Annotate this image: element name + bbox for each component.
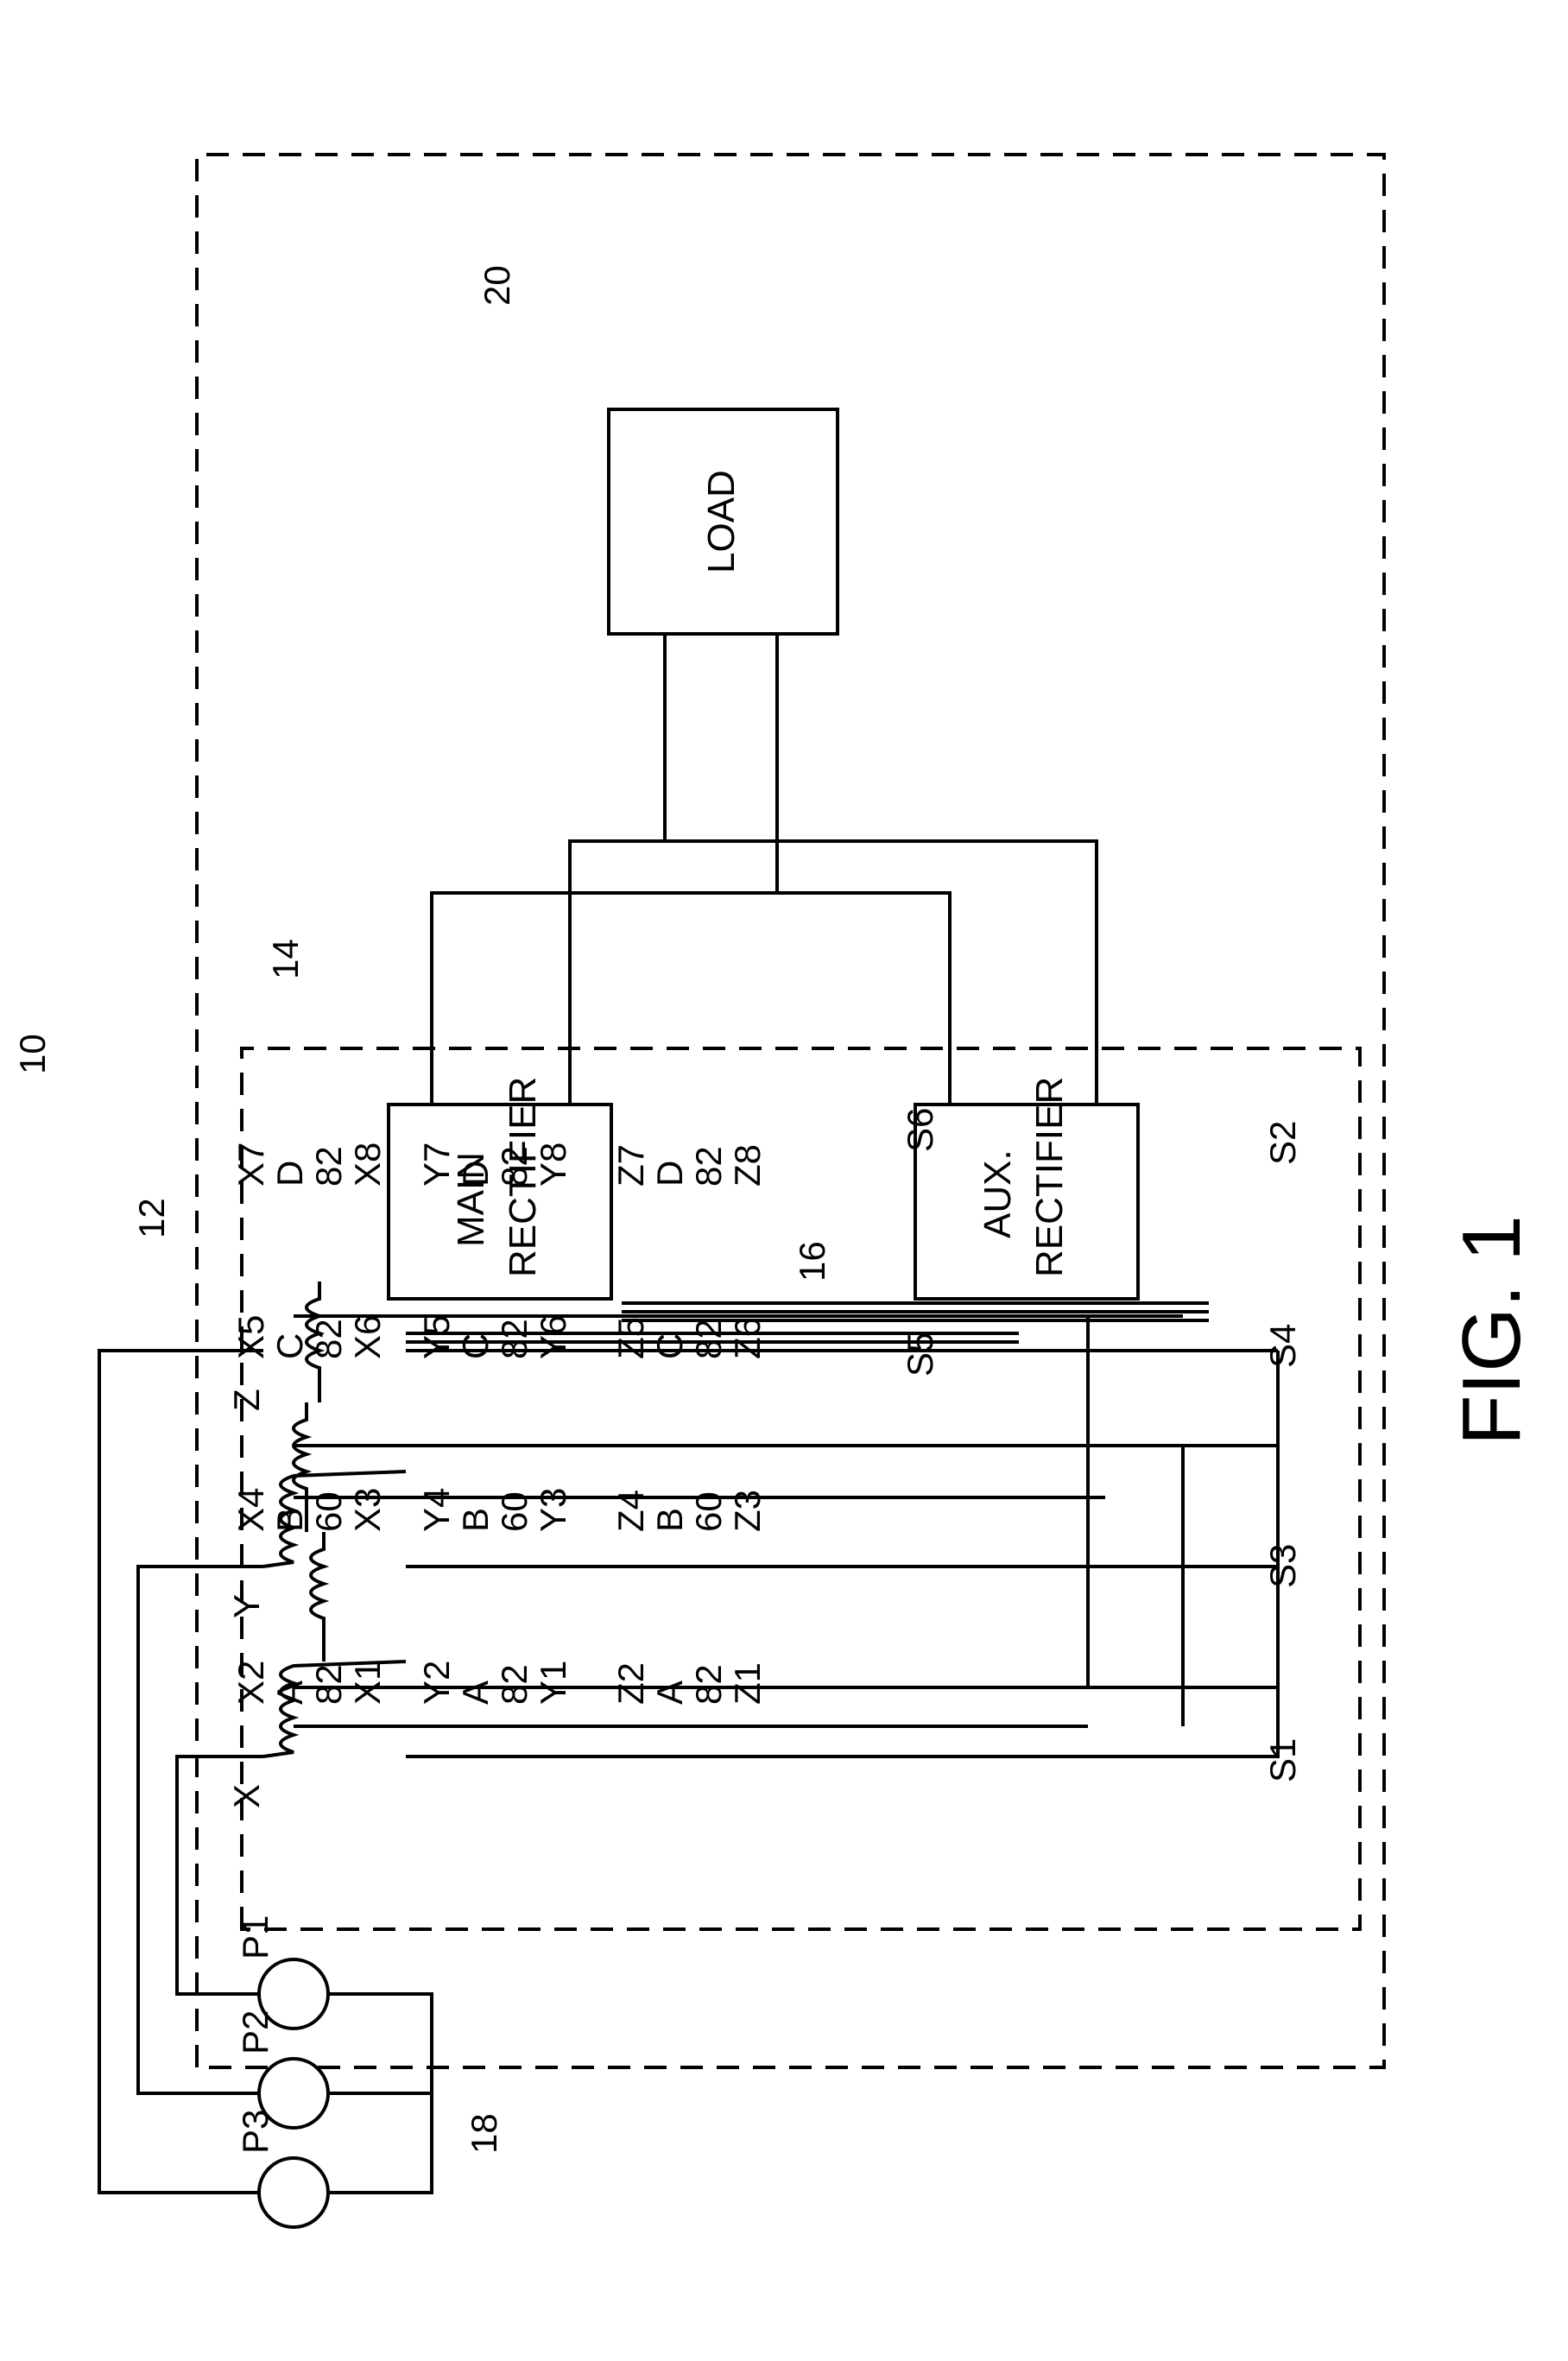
winding-z-3-start: Z5 — [610, 1317, 651, 1359]
output-label-s3: S3 — [1262, 1544, 1303, 1588]
output-label-s6: S6 — [900, 1108, 940, 1152]
winding-z-4-turns: 82 — [688, 1146, 729, 1187]
winding-x-3-start: X5 — [231, 1315, 271, 1359]
winding-z-2-turns: 60 — [688, 1491, 729, 1532]
winding-z-1-end: Z1 — [727, 1662, 768, 1705]
output-label-s1: S1 — [1262, 1738, 1303, 1782]
winding-z-3-end: Z6 — [727, 1317, 768, 1359]
phase-label-p2: P2 — [235, 2010, 275, 2054]
ref-aux-rectifier: 16 — [792, 1241, 832, 1282]
winding-y-3-letter: C — [455, 1333, 496, 1359]
winding-z-1-start: Z2 — [610, 1662, 651, 1705]
winding-z-3-turns: 82 — [688, 1319, 729, 1359]
output-label-s5: S5 — [900, 1332, 940, 1377]
winding-y-4-turns: 82 — [494, 1146, 534, 1187]
winding-y-4-start: Y7 — [416, 1143, 457, 1187]
winding-y-3-start: Y5 — [416, 1315, 457, 1359]
winding-x-4-turns: 82 — [308, 1146, 349, 1187]
winding-z-4-letter: D — [649, 1161, 690, 1187]
winding-y-1-start: Y2 — [416, 1661, 457, 1705]
load-label: LOAD — [700, 470, 743, 573]
input-label-y: Y — [226, 1594, 267, 1618]
winding-x-3-end: X6 — [347, 1315, 388, 1359]
aux-rectifier-line1: AUX. — [977, 1149, 1019, 1238]
input-label-x: X — [226, 1784, 267, 1808]
ref-main-rectifier: 14 — [265, 939, 306, 979]
winding-x-1-turns: 82 — [308, 1664, 349, 1705]
winding-z-4-start: Z7 — [610, 1144, 651, 1187]
winding-z-3-letter: C — [649, 1333, 690, 1359]
output-label-s4: S4 — [1262, 1324, 1303, 1368]
winding-x-2-start: X4 — [231, 1488, 271, 1532]
winding-y-4-letter: D — [455, 1161, 496, 1187]
winding-y-1-turns: 82 — [494, 1664, 534, 1705]
winding-x-4-end: X8 — [347, 1143, 388, 1187]
winding-y-2-turns: 60 — [494, 1491, 534, 1532]
phase-label-p3: P3 — [235, 2110, 275, 2154]
winding-y-3-turns: 82 — [494, 1319, 534, 1359]
ref-load: 20 — [477, 265, 517, 306]
winding-z-2-letter: B — [649, 1508, 690, 1532]
aux-rectifier-line2: RECTIFIER — [1028, 1077, 1071, 1277]
phase-label-p1: P1 — [235, 1915, 275, 1959]
winding-x-4-start: X7 — [231, 1143, 271, 1187]
winding-y-4-end: Y8 — [533, 1143, 573, 1187]
aux-rectifier-block — [915, 1105, 1138, 1299]
winding-x-1-end: X1 — [347, 1661, 388, 1705]
winding-x-3-turns: 82 — [308, 1319, 349, 1359]
winding-x-4-letter: D — [269, 1161, 310, 1187]
winding-z-1-turns: 82 — [688, 1664, 729, 1705]
phase-circle-p3 — [259, 2158, 328, 2227]
ref-system: 10 — [12, 1034, 53, 1074]
figure-title: FIG. 1 — [1445, 1215, 1538, 1446]
winding-z-2-start: Z4 — [610, 1490, 651, 1532]
winding-y-3-end: Y6 — [533, 1315, 573, 1359]
main-rectifier-block — [389, 1105, 611, 1299]
winding-x-2-turns: 60 — [308, 1491, 349, 1532]
winding-y-2-start: Y4 — [416, 1488, 457, 1532]
winding-y-1-letter: A — [455, 1681, 496, 1705]
output-label-s2: S2 — [1262, 1121, 1303, 1165]
winding-y-1-end: Y1 — [533, 1661, 573, 1705]
winding-x-3-letter: C — [269, 1333, 310, 1359]
winding-z-1-letter: A — [649, 1681, 690, 1705]
winding-y-2-end: Y3 — [533, 1488, 573, 1532]
winding-x-1-letter: A — [269, 1681, 310, 1705]
winding-y-2-letter: B — [455, 1508, 496, 1532]
input-label-z: Z — [226, 1389, 267, 1411]
winding-x-1-start: X2 — [231, 1661, 271, 1705]
winding-z-4-end: Z8 — [727, 1144, 768, 1187]
ref-transformer: 12 — [131, 1198, 172, 1238]
winding-x-2-end: X3 — [347, 1488, 388, 1532]
winding-x-2-letter: B — [269, 1508, 310, 1532]
ref-source: 18 — [464, 2113, 504, 2154]
winding-z-2-end: Z3 — [727, 1490, 768, 1532]
